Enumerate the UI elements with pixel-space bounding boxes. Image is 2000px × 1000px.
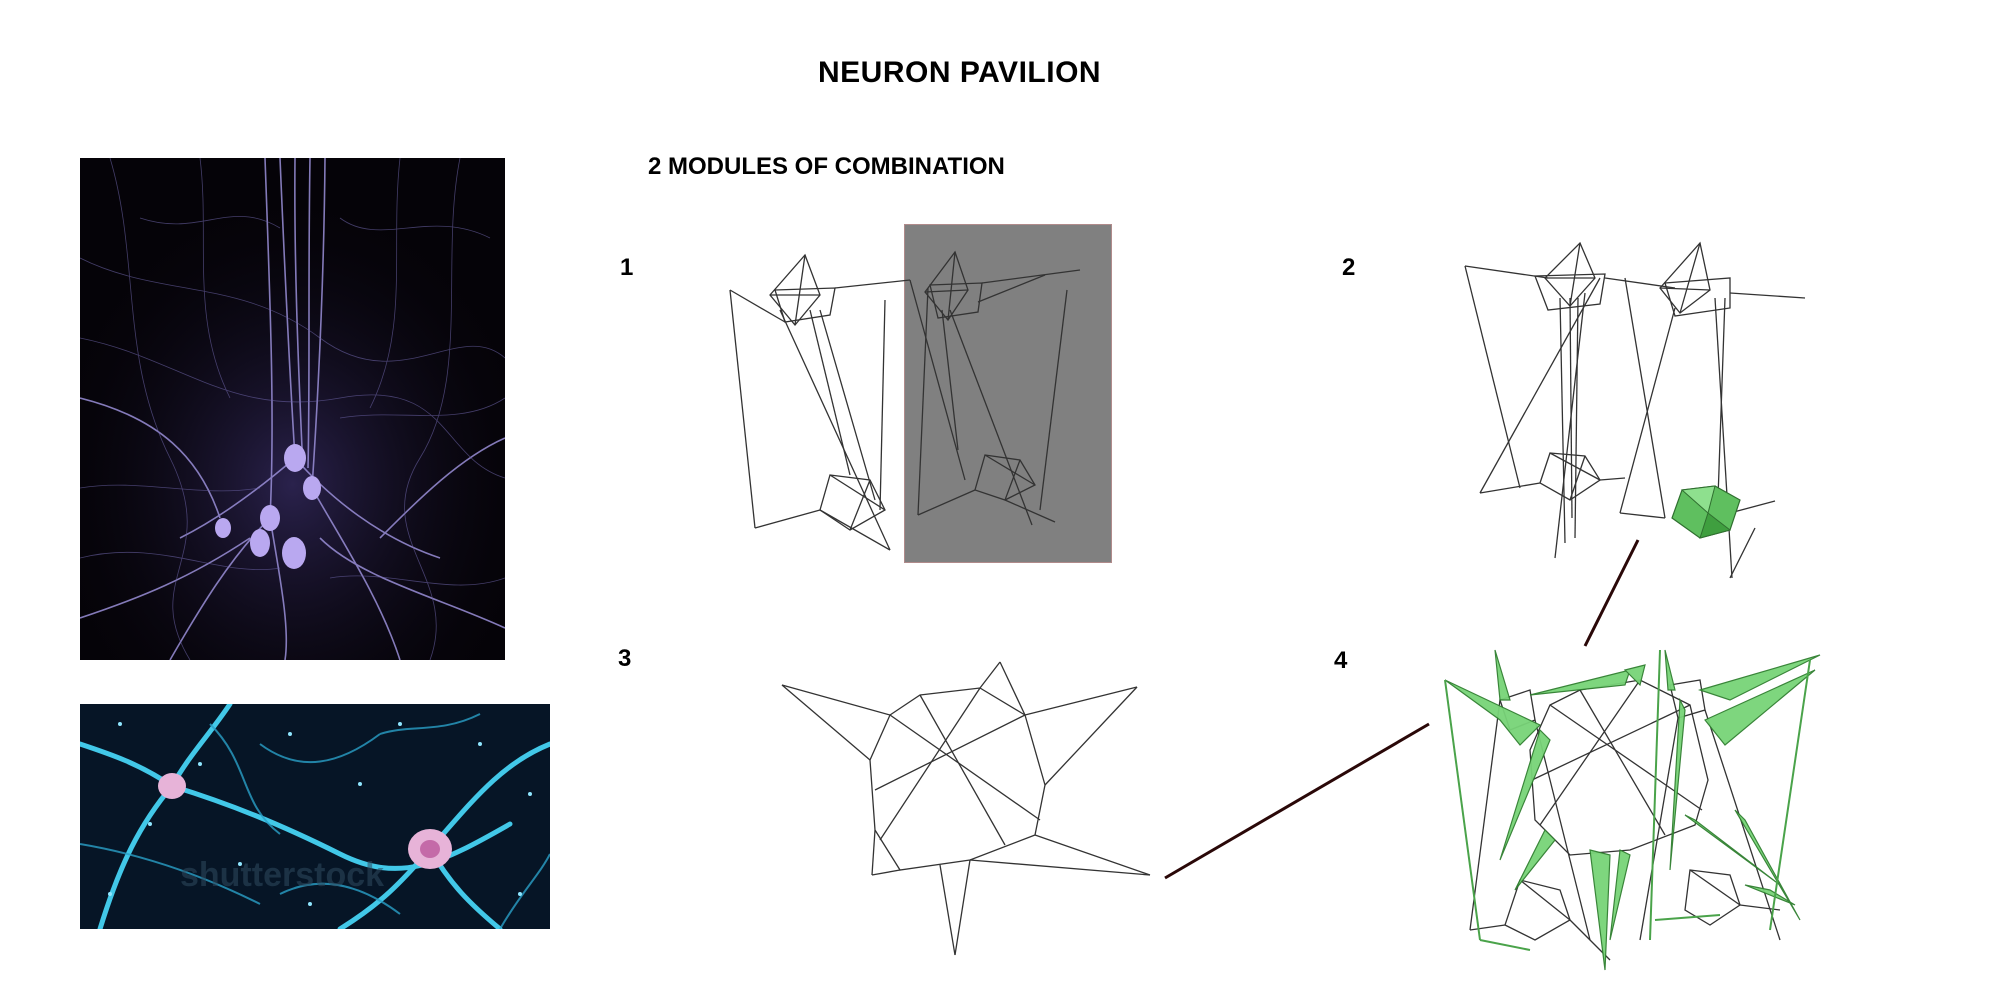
page-title: NEURON PAVILION: [818, 56, 1102, 89]
neuron-photo-purple: [80, 158, 505, 660]
panel-number-3: 3: [618, 645, 632, 672]
neuron-photo-cyan: shutterstock: [80, 704, 550, 929]
connector-line-3-4: [1164, 722, 1430, 880]
panel-number-2: 2: [1342, 254, 1356, 281]
neuron-purple-illustration: [80, 158, 505, 660]
module-hub-3: [781, 661, 1151, 956]
module-combined-4: [1444, 649, 1821, 971]
section-subtitle: 2 MODULES OF COMBINATION: [648, 153, 1005, 180]
module-wireframe-pair-2: [1464, 241, 1806, 579]
panel-number-4: 4: [1334, 647, 1348, 674]
panel-number-1: 1: [620, 254, 634, 281]
watermark-text: shutterstock: [180, 856, 384, 894]
connector-line-2-4: [1583, 539, 1640, 647]
neuron-cyan-illustration: shutterstock: [80, 704, 550, 929]
module-wireframe-pair-1: [729, 250, 1081, 551]
